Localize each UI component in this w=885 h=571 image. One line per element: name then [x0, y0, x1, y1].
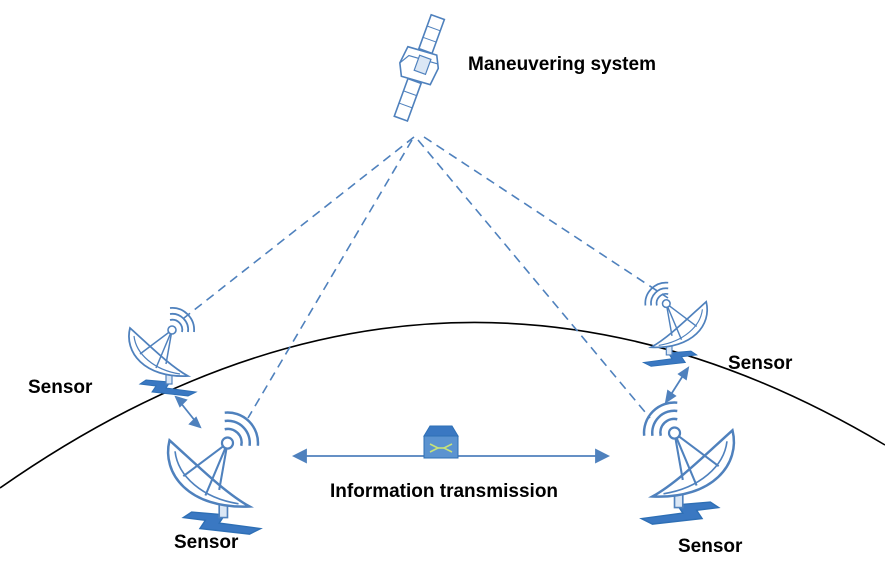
- satellite-links: [183, 136, 669, 419]
- information-transmission-label: Information transmission: [330, 481, 558, 502]
- link-to-sensor-bottom-right: [417, 139, 651, 419]
- satellite-dish-icon-bottom-right: [640, 401, 736, 526]
- maneuvering-system-label: Maneuvering system: [468, 54, 656, 75]
- left-pair-arrow: [179, 401, 197, 423]
- router-icon: [423, 425, 459, 459]
- satellite-dish-icon-top-right: [642, 281, 709, 368]
- sensor-label-bottom-left: Sensor: [174, 532, 239, 553]
- link-to-sensor-bottom-left: [247, 139, 413, 419]
- link-to-sensor-top-left: [183, 136, 415, 319]
- sensor-label-bottom-right: Sensor: [678, 536, 743, 557]
- link-to-sensor-top-right: [423, 136, 669, 299]
- sensor-label-top-right: Sensor: [728, 353, 793, 374]
- earth-horizon: [0, 321, 885, 489]
- satellite-icon: [393, 13, 446, 123]
- satellite-dish-icon-bottom-left: [166, 411, 262, 536]
- right-pair-arrow: [669, 373, 685, 397]
- sensor-pair-arrows: [174, 366, 690, 429]
- sensor-label-top-left: Sensor: [28, 377, 93, 398]
